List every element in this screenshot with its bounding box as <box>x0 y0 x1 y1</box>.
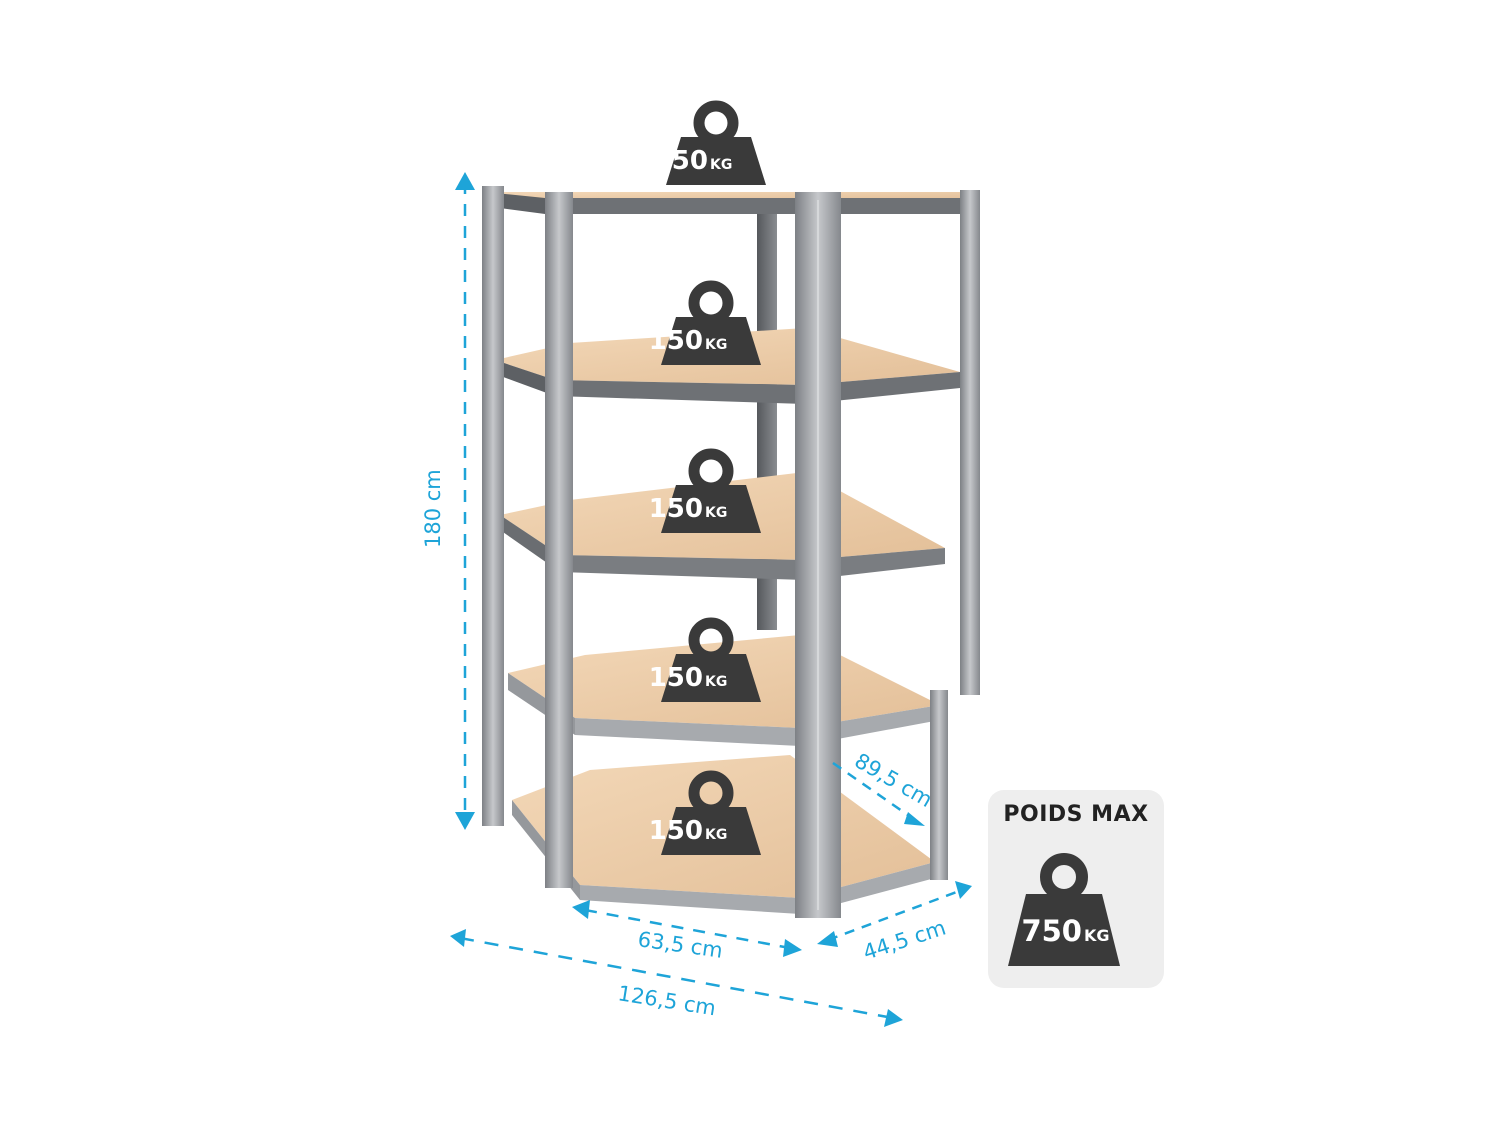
svg-text:KG: KG <box>705 674 727 690</box>
svg-text:KG: KG <box>710 157 732 173</box>
svg-text:KG: KG <box>705 505 727 521</box>
double-arrow-icon <box>817 931 838 947</box>
svg-text:89,5 cm: 89,5 cm <box>851 749 937 813</box>
weight-icon: 150 KG <box>649 776 761 855</box>
weight-icon: 150 KG <box>649 454 761 533</box>
upright-left <box>482 186 504 826</box>
weight-icon: 150 KG <box>649 623 761 702</box>
weight-icon: 750 KG <box>1008 853 1120 966</box>
svg-text:150: 150 <box>649 816 703 846</box>
upright-right <box>930 190 980 880</box>
svg-text:180 cm: 180 cm <box>421 469 445 548</box>
dimension-height: 180 cm <box>421 172 475 830</box>
svg-text:150: 150 <box>649 326 703 356</box>
double-arrow-icon <box>904 812 925 826</box>
double-arrow-icon <box>572 900 590 919</box>
max-load-panel: POIDS MAX 750 KG <box>988 790 1164 988</box>
svg-text:126,5 cm: 126,5 cm <box>616 981 717 1020</box>
max-load-value: 750 <box>1021 914 1082 948</box>
max-load-unit: KG <box>1084 926 1110 945</box>
svg-text:150: 150 <box>649 663 703 693</box>
upright-front-right <box>795 192 841 918</box>
weight-icon: 150 KG <box>654 106 766 185</box>
weight-icon: 150 KG <box>649 286 761 365</box>
svg-text:150: 150 <box>654 146 708 176</box>
svg-text:63,5 cm: 63,5 cm <box>636 927 724 963</box>
double-arrow-icon <box>450 929 466 947</box>
svg-text:KG: KG <box>705 827 727 843</box>
svg-text:150: 150 <box>649 494 703 524</box>
svg-text:KG: KG <box>705 337 727 353</box>
double-arrow-icon <box>455 172 475 190</box>
svg-text:44,5 cm: 44,5 cm <box>860 916 949 965</box>
upright-front-left <box>545 192 573 888</box>
max-load-title: POIDS MAX <box>1003 802 1149 827</box>
